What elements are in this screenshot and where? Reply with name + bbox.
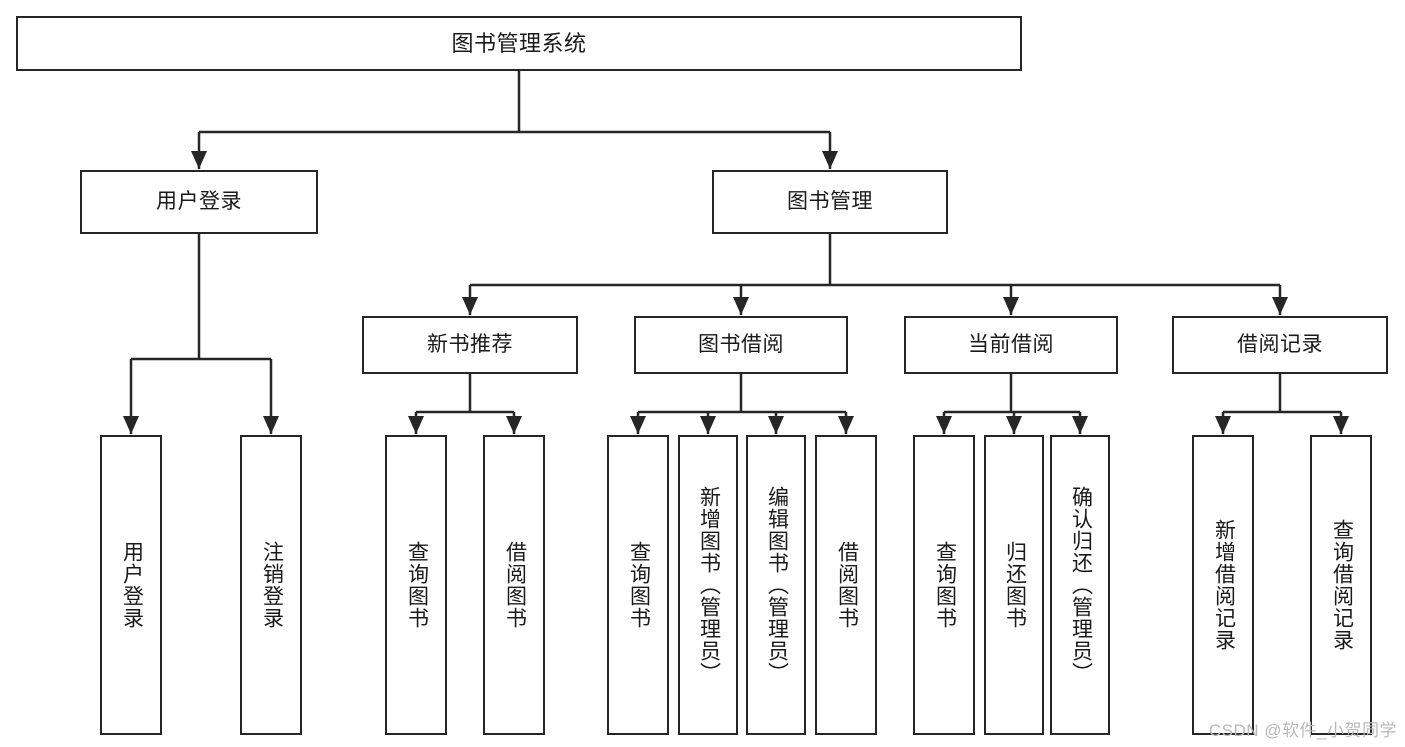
arrowhead-icon xyxy=(822,151,838,169)
node-l4-logout[interactable]: 注销登录 xyxy=(240,435,302,735)
arrowhead-icon xyxy=(1072,416,1088,434)
arrowhead-icon xyxy=(1272,297,1288,315)
arrowhead-icon xyxy=(838,416,854,434)
node-l4-query3[interactable]: 查询图书 xyxy=(913,435,975,735)
arrowhead-icon xyxy=(1003,297,1019,315)
node-label: 查询借阅记录 xyxy=(1330,519,1354,651)
arrowhead-icon xyxy=(1215,416,1231,434)
node-label: 新书推荐 xyxy=(427,332,513,356)
node-label: 借阅图书 xyxy=(503,541,527,629)
node-label: 查询图书 xyxy=(933,541,957,629)
arrowhead-icon xyxy=(768,416,784,434)
arrowhead-icon xyxy=(700,416,716,434)
arrowhead-icon xyxy=(630,416,646,434)
node-l4-query1[interactable]: 查询图书 xyxy=(385,435,447,735)
node-l4-addbook[interactable]: 新增图书（管理员） xyxy=(678,435,738,735)
node-label: 用户登录 xyxy=(120,541,144,629)
node-l4-borrowbook2[interactable]: 借阅图书 xyxy=(815,435,877,735)
arrowhead-icon xyxy=(1006,416,1022,434)
node-l4-addrecord[interactable]: 新增借阅记录 xyxy=(1192,435,1254,735)
node-l2-login[interactable]: 用户登录 xyxy=(80,170,318,234)
arrowhead-icon xyxy=(263,416,279,434)
node-l4-query2[interactable]: 查询图书 xyxy=(607,435,669,735)
watermark: CSDN @软件_小贺同学 xyxy=(1208,721,1397,740)
node-label: 当前借阅 xyxy=(968,332,1054,356)
node-label: 确认归还（管理员） xyxy=(1069,486,1093,684)
node-l4-queryrecord[interactable]: 查询借阅记录 xyxy=(1310,435,1372,735)
node-l3-record[interactable]: 借阅记录 xyxy=(1172,316,1388,374)
node-label: 注销登录 xyxy=(260,541,284,629)
arrowhead-icon xyxy=(506,416,522,434)
node-label: 图书借阅 xyxy=(698,332,784,356)
node-label: 图书管理系统 xyxy=(451,30,587,56)
node-l4-returnbook[interactable]: 归还图书 xyxy=(984,435,1044,735)
node-label: 图书管理 xyxy=(787,189,873,213)
node-l3-current[interactable]: 当前借阅 xyxy=(904,316,1118,374)
arrowhead-icon xyxy=(733,297,749,315)
node-l4-confirmreturn[interactable]: 确认归还（管理员） xyxy=(1050,435,1110,735)
node-root[interactable]: 图书管理系统 xyxy=(16,16,1022,71)
node-l4-borrowbook1[interactable]: 借阅图书 xyxy=(483,435,545,735)
node-l2-books[interactable]: 图书管理 xyxy=(712,170,948,234)
arrowhead-icon xyxy=(408,416,424,434)
arrowhead-icon xyxy=(936,416,952,434)
node-label: 查询图书 xyxy=(627,541,651,629)
node-label: 归还图书 xyxy=(1003,541,1027,629)
node-l4-editbook[interactable]: 编辑图书（管理员） xyxy=(746,435,806,735)
node-l3-borrow[interactable]: 图书借阅 xyxy=(634,316,848,374)
node-label: 编辑图书（管理员） xyxy=(765,486,789,684)
node-l4-userlogin[interactable]: 用户登录 xyxy=(100,435,162,735)
node-label: 新增借阅记录 xyxy=(1212,519,1236,651)
node-label: 新增图书（管理员） xyxy=(697,486,721,684)
node-label: 查询图书 xyxy=(405,541,429,629)
arrowhead-icon xyxy=(191,151,207,169)
node-l3-newbook[interactable]: 新书推荐 xyxy=(362,316,578,374)
node-label: 借阅图书 xyxy=(835,541,859,629)
node-label: 借阅记录 xyxy=(1237,332,1323,356)
arrowhead-icon xyxy=(462,297,478,315)
arrowhead-icon xyxy=(123,416,139,434)
node-label: 用户登录 xyxy=(156,189,242,213)
arrowhead-icon xyxy=(1333,416,1349,434)
